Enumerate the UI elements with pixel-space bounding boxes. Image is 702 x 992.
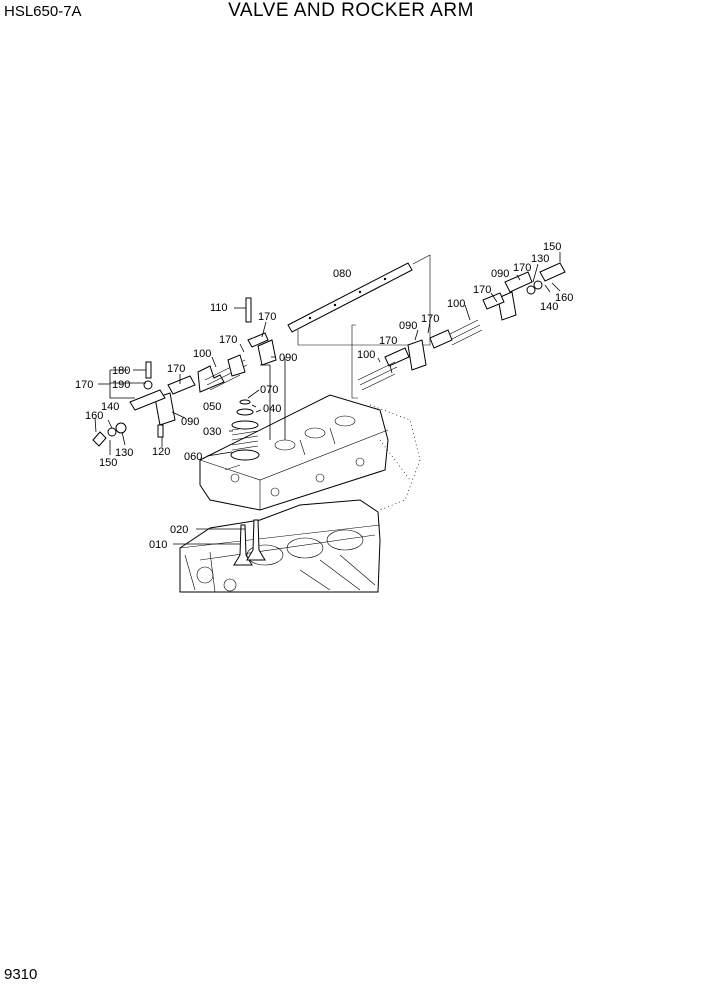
leader-lines [94, 252, 561, 545]
callout-100-c: 100 [193, 348, 211, 360]
callout-020: 020 [170, 524, 188, 536]
right-rocker-group-drawing [351, 262, 566, 399]
dotted-outline [369, 404, 421, 511]
callout-170-c: 170 [421, 313, 439, 325]
callout-030: 030 [203, 426, 221, 438]
callout-100-b: 100 [357, 349, 375, 361]
callout-170-g: 170 [167, 363, 185, 375]
callout-090-c: 090 [279, 352, 297, 364]
callout-labels: 150 170 130 090 160 140 170 100 080 170 … [75, 241, 573, 551]
callout-100-a: 100 [447, 298, 465, 310]
valve-spring-drawing [230, 399, 260, 461]
callout-130-b: 130 [115, 447, 133, 459]
callout-170-e: 170 [258, 311, 276, 323]
callout-040: 040 [263, 403, 281, 415]
callout-190: 190 [112, 379, 130, 391]
callout-150-a: 150 [543, 241, 561, 253]
callout-170-d: 170 [379, 335, 397, 347]
page-number: 9310 [4, 966, 38, 983]
callout-080: 080 [333, 268, 351, 280]
callout-090-d: 090 [181, 416, 199, 428]
callout-150-b: 150 [99, 457, 117, 469]
callout-140-a: 140 [540, 301, 558, 313]
cylinder-block-drawing [179, 499, 381, 593]
model-code: HSL650-7A [4, 3, 82, 20]
callout-070: 070 [260, 384, 278, 396]
callout-170-a: 170 [513, 262, 531, 274]
callout-140-b: 140 [101, 401, 119, 413]
left-rocker-group-drawing [92, 297, 277, 447]
callout-060: 060 [184, 451, 202, 463]
page-title: VALVE AND ROCKER ARM [228, 0, 474, 21]
callout-050: 050 [203, 401, 221, 413]
callout-010: 010 [149, 539, 167, 551]
callout-110: 110 [210, 302, 228, 314]
callout-160-b: 160 [85, 410, 103, 422]
callout-120: 120 [152, 446, 170, 458]
callout-180: 180 [112, 365, 130, 377]
callout-090-b: 090 [399, 320, 417, 332]
callout-170-f: 170 [219, 334, 237, 346]
rocker-shaft-drawing [287, 254, 431, 346]
callout-170-h: 170 [75, 379, 93, 391]
callout-130-a: 130 [531, 253, 549, 265]
callout-170-b: 170 [473, 284, 491, 296]
callout-160-a: 160 [555, 292, 573, 304]
callout-090-a: 090 [491, 268, 509, 280]
valve-drawing [233, 519, 266, 566]
cylinder-head-drawing [199, 394, 389, 511]
